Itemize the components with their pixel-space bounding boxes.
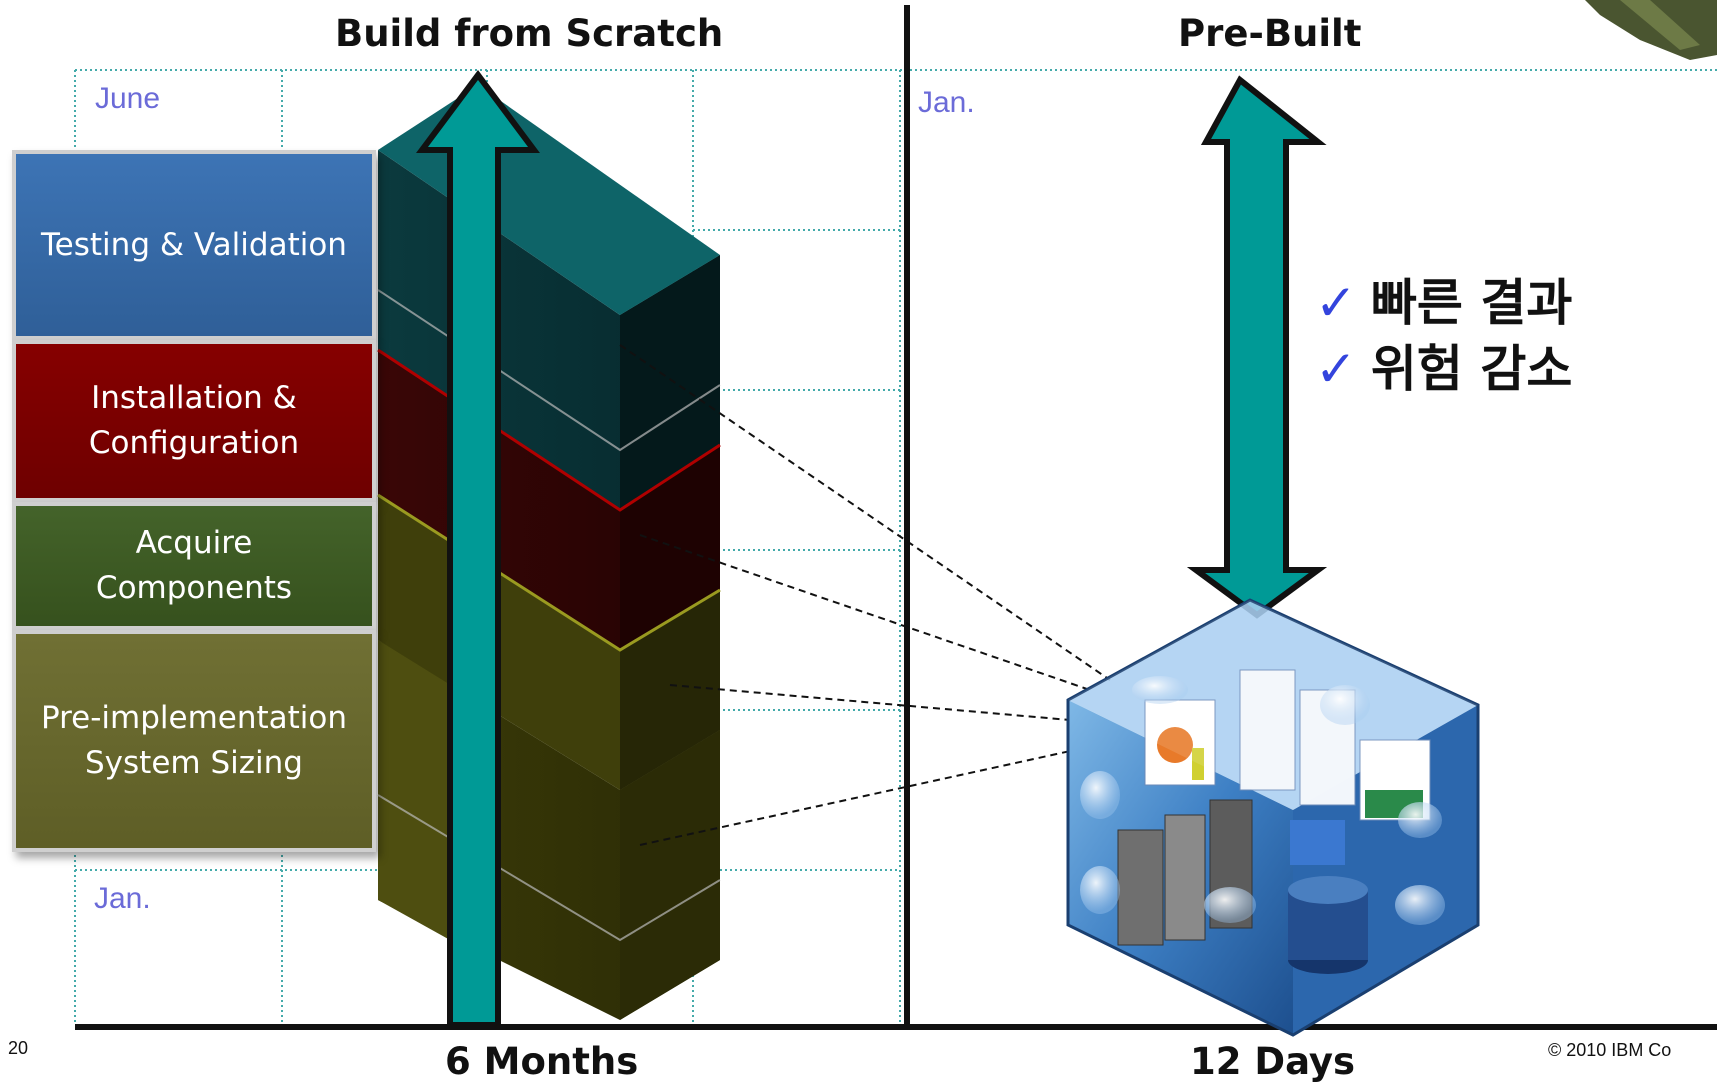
copyright-text: © 2010 IBM Co [1548,1040,1672,1060]
phase-label: System Sizing [85,745,303,781]
phase-label: Pre-implementation [40,700,348,736]
month-label-bottom-left: Jan. [94,882,151,915]
phase-acquire-components: Acquire Components [12,502,376,630]
phase-preimplementation-sizing: Pre-implementation System Sizing [12,630,376,852]
phase-installation-configuration: Installation & Configuration [12,340,376,502]
month-label-top-left: June [95,82,161,115]
phase-testing-validation: Testing & Validation [12,150,376,340]
phase-label: Installation & [91,380,297,416]
duration-arrow-left [416,69,540,1028]
check-icon: ✓ [1315,340,1357,398]
benefit-item: ✓빠른 결과 [1315,274,1573,332]
duration-right: 12 Days [1190,1040,1356,1083]
connector-lines [619,344,1111,846]
benefit-item: ✓위험 감소 [1315,340,1573,398]
phase-label: Testing & Validation [41,226,347,263]
phase-label: Components [95,570,293,606]
phase-label: Configuration [88,425,300,461]
duration-arrow-right [1186,75,1328,619]
phase-label: Acquire [135,525,253,561]
build-stack [377,85,721,1020]
prebuilt-cube-icon [1066,598,1480,1037]
month-label-right: Jan. [918,86,975,119]
right-panel-title: Pre-Built [1178,12,1362,55]
left-panel-title: Build from Scratch [335,12,724,55]
duration-left: 6 Months [445,1040,639,1083]
benefit-list: ✓빠른 결과 ✓위험 감소 [1315,270,1572,402]
check-icon: ✓ [1315,274,1357,332]
page-number: 20 [8,1038,29,1058]
